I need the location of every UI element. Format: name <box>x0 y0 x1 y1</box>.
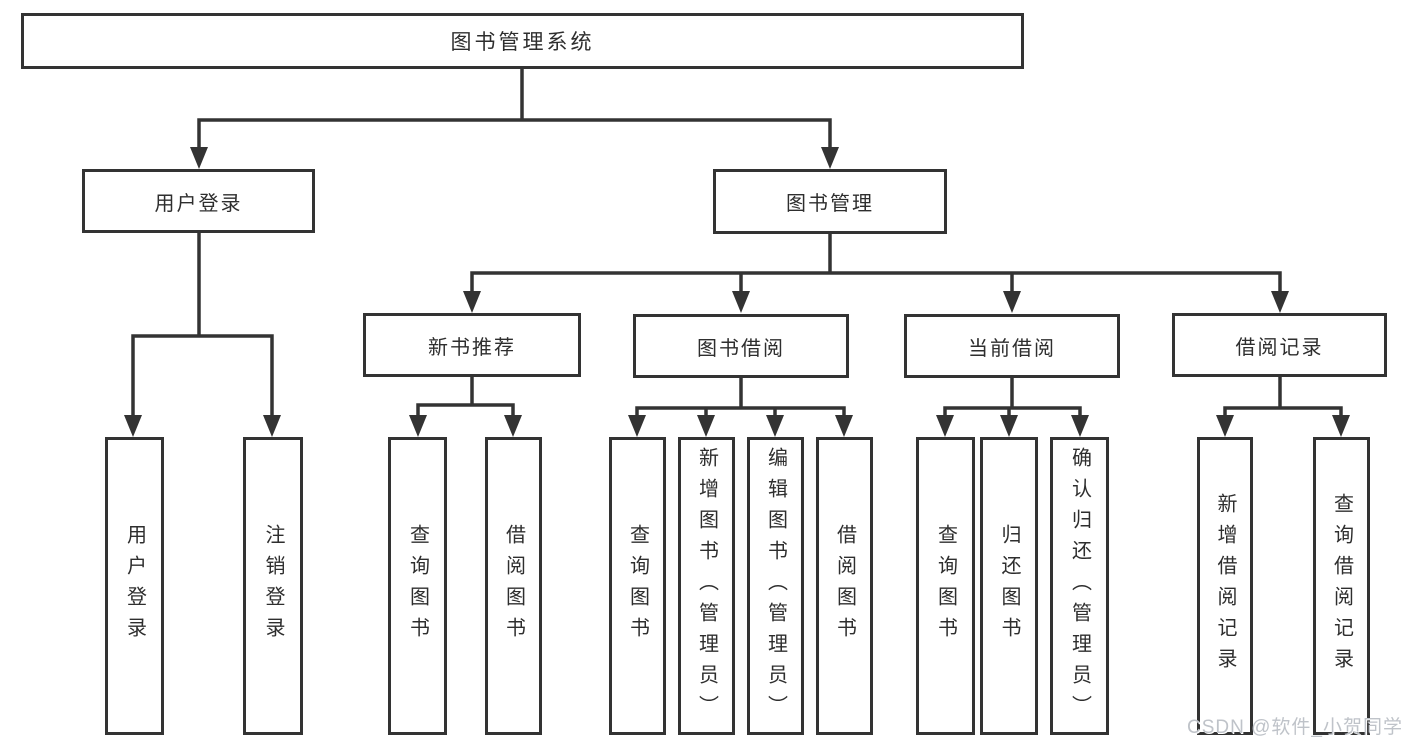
leaf-query-books: 查询图书 <box>916 437 975 735</box>
node-label: 借阅记录 <box>1235 336 1324 359</box>
arrowheads <box>124 147 1350 437</box>
node-label: 查询图书 <box>934 524 957 648</box>
leaf-query-borrow-record: 查询借阅记录 <box>1313 437 1370 735</box>
node-label: 图书借阅 <box>697 337 785 360</box>
leaf-borrow-books: 借阅图书 <box>816 437 873 735</box>
leaf-edit-books-admin: 编辑图书（管理员） <box>747 437 804 735</box>
node-user-login: 用户登录 <box>82 169 315 233</box>
node-label: 查询图书 <box>626 524 649 648</box>
node-book-borrowing: 图书借阅 <box>633 314 849 378</box>
csdn-watermark: CSDN @软件_小贺同学 <box>1187 717 1403 738</box>
leaf-query-books: 查询图书 <box>609 437 666 735</box>
node-label: 注销登录 <box>262 524 284 648</box>
node-current-borrowing: 当前借阅 <box>904 314 1120 378</box>
node-borrowing-records: 借阅记录 <box>1172 313 1387 377</box>
node-label: 用户登录 <box>123 524 146 648</box>
leaf-borrow-books: 借阅图书 <box>485 437 542 735</box>
node-label: 借阅图书 <box>502 524 525 648</box>
node-label: 用户登录 <box>154 192 243 215</box>
leaf-return-books: 归还图书 <box>980 437 1038 735</box>
leaf-logout-login: 注销登录 <box>243 437 303 735</box>
node-label: 当前借阅 <box>968 337 1056 360</box>
node-label: 编辑图书（管理员） <box>764 446 787 726</box>
node-label: 新增借阅记录 <box>1214 493 1236 679</box>
node-label: 新书推荐 <box>428 336 516 359</box>
node-book-management: 图书管理 <box>713 169 947 234</box>
leaf-add-borrow-record: 新增借阅记录 <box>1197 437 1253 735</box>
leaf-user-login: 用户登录 <box>105 437 164 735</box>
node-label: 查询图书 <box>406 524 429 648</box>
node-label: 确认归还（管理员） <box>1068 446 1091 726</box>
node-label: 归还图书 <box>998 524 1020 648</box>
node-label: 图书管理系统 <box>450 31 595 54</box>
node-label: 新增图书（管理员） <box>695 446 718 726</box>
node-label: 借阅图书 <box>833 524 856 648</box>
node-new-book-recommend: 新书推荐 <box>363 313 581 377</box>
leaf-add-books-admin: 新增图书（管理员） <box>678 437 735 735</box>
node-library-management-system: 图书管理系统 <box>21 13 1024 69</box>
node-label: 查询借阅记录 <box>1330 493 1353 679</box>
node-label: 图书管理 <box>786 193 874 215</box>
leaf-query-books: 查询图书 <box>388 437 447 735</box>
leaf-confirm-return-admin: 确认归还（管理员） <box>1050 437 1109 735</box>
